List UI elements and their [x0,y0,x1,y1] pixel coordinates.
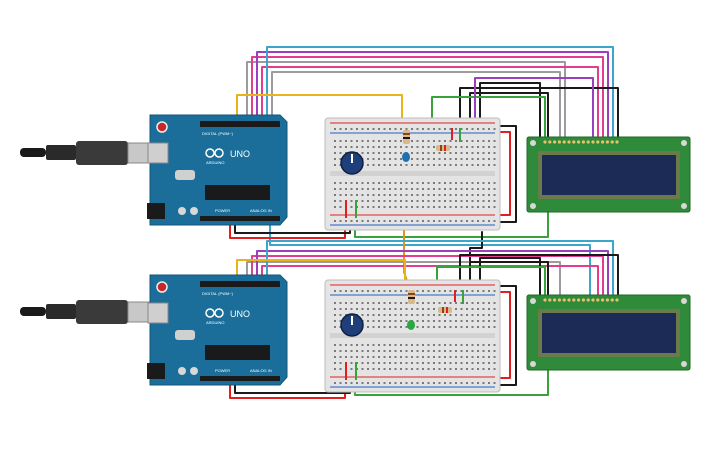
wire-black [479,82,541,141]
breadboard-holes [334,128,496,222]
power-label: POWER [215,208,230,213]
led-bottom[interactable] [407,320,415,330]
resistor-top-1[interactable] [403,130,410,144]
wire-purple [474,77,594,141]
lcd-screen [542,313,676,353]
analog-label: ANALOG IN [250,208,272,213]
wire-black [479,257,541,299]
wire-pink [251,56,604,141]
usb-port [147,302,169,324]
lcd-pins [543,298,619,302]
reset-button [156,121,168,133]
reset-button [156,281,168,293]
power-header [200,216,280,221]
wire-cyan [266,240,614,299]
wire-grey [271,71,561,141]
microcontroller-chip [205,185,270,200]
potentiometer-bottom[interactable] [340,313,364,337]
arduino-logo [205,148,224,158]
wire-purple [256,51,609,141]
usb-port [147,142,169,164]
wire-black [459,254,619,299]
wire-cyan [266,46,614,141]
model-label: UNO [230,309,250,319]
brand-label: ARDUINO [206,160,224,165]
power-jack [147,203,165,219]
resistor-top-2[interactable] [436,145,450,151]
resistor-bottom-1[interactable] [408,290,415,304]
power-header [200,376,280,381]
lcd-screen [542,155,676,195]
digital-header [200,281,280,287]
led-top[interactable] [402,152,410,162]
model-label: UNO [230,149,250,159]
wire-pink [251,255,604,299]
resistor-bottom-2[interactable] [438,307,452,313]
wire-purple [256,250,609,299]
potentiometer-top[interactable] [340,151,364,175]
lcd-display-bottom[interactable] [526,294,691,371]
digital-header [200,121,280,127]
arduino-logo [205,308,224,318]
usb-cable-bottom [20,300,151,324]
wire-grey [246,261,561,299]
power-label: POWER [215,368,230,373]
arduino-uno-bottom[interactable]: DIGITAL (PWM~) UNO ARDUINO POWER ANALOG … [147,274,288,386]
arduino-uno-top[interactable]: DIGITAL (PWM~) UNO ARDUINO POWER ANALOG … [147,114,288,226]
power-jack [147,363,165,379]
digital-label: DIGITAL (PWM~) [202,291,234,296]
breadboard-top[interactable] [324,117,501,231]
lcd-display-top[interactable] [526,136,691,213]
wire-black [469,261,549,299]
lcd-pins [543,140,619,144]
digital-label: DIGITAL (PWM~) [202,131,234,136]
microcontroller-chip [205,345,270,360]
analog-label: ANALOG IN [250,368,272,373]
brand-label: ARDUINO [206,320,224,325]
wire-grey [246,61,566,141]
wire-yellow [236,259,406,293]
wire-black [469,92,549,141]
jumper-wires [345,128,464,380]
usb-cable-top [20,141,151,165]
